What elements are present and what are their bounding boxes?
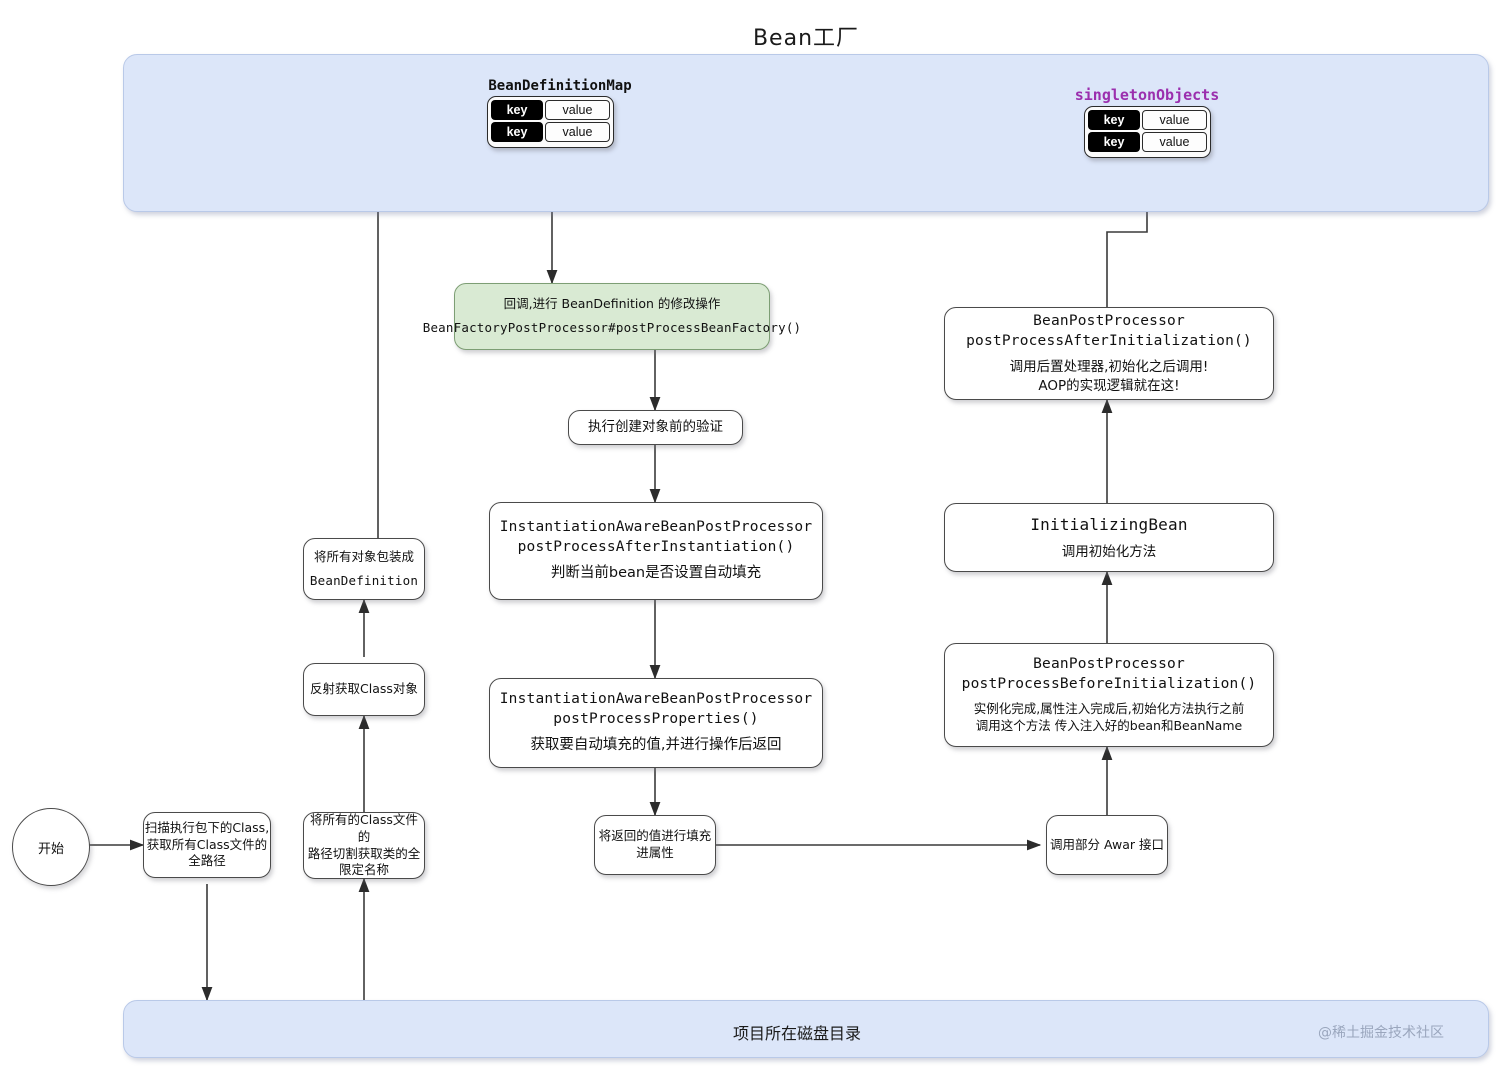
node-line: 调用部分 Awar 接口 — [1049, 836, 1164, 852]
node-bpp-after-initialization: BeanPostProcessor postProcessAfterInitia… — [944, 307, 1274, 400]
node-line-api: BeanFactoryPostProcessor#postProcessBean… — [422, 320, 802, 335]
node-fill-properties: 将返回的值进行填充 进属性 — [594, 815, 716, 875]
disk-directory-label: 项目所在磁盘目录 — [733, 1024, 862, 1043]
node-iabpp-post-process-properties: InstantiationAwareBeanPostProcessor post… — [489, 678, 823, 768]
bean-definition-map: key value key value — [487, 96, 614, 148]
map-key-cell: key — [1088, 110, 1140, 130]
node-line: 获取要自动填充的值,并进行操作后返回 — [530, 737, 782, 754]
bean-definition-map-label: BeanDefinitionMap — [488, 78, 632, 94]
node-line-api: postProcessAfterInitialization() — [966, 332, 1252, 349]
node-line: 扫描执行包下的Class, — [144, 819, 270, 835]
map-value-cell: value — [545, 122, 610, 142]
bean-factory-panel — [123, 54, 1489, 212]
node-split-class-path: 将所有的Class文件的 路径切割获取类的全 限定名称 — [303, 812, 425, 879]
map-key-cell: key — [491, 100, 543, 120]
watermark: @稀土掘金技术社区 — [1318, 1025, 1444, 1041]
node-reflect-get-class: 反射获取Class对象 — [303, 663, 425, 716]
map-key-cell: key — [491, 122, 543, 142]
start-node: 开始 — [12, 808, 90, 886]
node-line: 限定名称 — [338, 862, 389, 878]
node-bpp-before-initialization: BeanPostProcessor postProcessBeforeIniti… — [944, 643, 1274, 747]
node-line-api: InstantiationAwareBeanPostProcessor — [499, 519, 813, 536]
map-row: key value — [491, 100, 610, 120]
node-line-api: postProcessAfterInstantiation() — [517, 538, 795, 555]
map-row: key value — [1088, 132, 1207, 152]
node-line: 调用这个方法 传入注入好的bean和BeanName — [975, 718, 1243, 734]
map-row: key value — [491, 122, 610, 142]
node-line: 进属性 — [636, 845, 674, 860]
disk-directory-panel — [123, 1000, 1489, 1058]
node-line: 调用后置处理器,初始化之后调用! — [1009, 359, 1209, 376]
node-line: 回调,进行 BeanDefinition 的修改操作 — [503, 296, 721, 312]
start-node-label: 开始 — [37, 841, 64, 857]
map-value-cell: value — [545, 100, 610, 120]
node-line-api: InitializingBean — [1030, 515, 1188, 535]
node-line: AOP的实现逻辑就在这! — [1038, 377, 1180, 394]
map-row: key value — [1088, 110, 1207, 130]
node-line: 反射获取Class对象 — [310, 681, 418, 697]
singleton-objects-map: key value key value — [1084, 106, 1211, 158]
node-line-api: postProcessProperties() — [553, 710, 759, 727]
page-title: Bean工厂 — [752, 26, 860, 51]
node-scan-classes: 扫描执行包下的Class, 获取所有Class文件的 全路径 — [143, 812, 271, 878]
node-line-api: BeanDefinition — [309, 572, 419, 588]
map-value-cell: value — [1142, 132, 1207, 152]
node-line-api: InstantiationAwareBeanPostProcessor — [499, 691, 813, 708]
node-line: 实例化完成,属性注入完成后,初始化方法执行之前 — [973, 701, 1245, 717]
node-line-api: BeanPostProcessor — [1033, 656, 1185, 673]
node-line: 全路径 — [188, 853, 226, 869]
node-line: 获取所有Class文件的 — [146, 836, 268, 852]
node-pre-create-validation: 执行创建对象前的验证 — [568, 410, 743, 445]
node-initializing-bean: InitializingBean 调用初始化方法 — [944, 503, 1274, 572]
node-iabpp-after-instantiation: InstantiationAwareBeanPostProcessor post… — [489, 502, 823, 600]
node-line: 将所有对象包装成 — [313, 548, 414, 564]
singleton-objects-label: singletonObjects — [1074, 86, 1220, 104]
node-call-aware-interfaces: 调用部分 Awar 接口 — [1046, 815, 1168, 875]
node-line: 执行创建对象前的验证 — [588, 419, 723, 436]
node-wrap-bean-definition: 将所有对象包装成 BeanDefinition — [303, 538, 425, 600]
node-line-api: BeanPostProcessor — [1033, 313, 1185, 330]
node-line: 将返回的值进行填充 — [598, 828, 712, 844]
map-key-cell: key — [1088, 132, 1140, 152]
node-line: 判断当前bean是否设置自动填充 — [550, 565, 762, 582]
node-bean-factory-post-processor: 回调,进行 BeanDefinition 的修改操作 BeanFactoryPo… — [423, 283, 801, 350]
map-value-cell: value — [1142, 110, 1207, 130]
node-line: 路径切割获取类的全 — [307, 845, 421, 861]
node-line: 调用初始化方法 — [1061, 543, 1157, 560]
node-line: 将所有的Class文件的 — [310, 811, 418, 844]
node-line-api: postProcessBeforeInitialization() — [961, 675, 1257, 692]
